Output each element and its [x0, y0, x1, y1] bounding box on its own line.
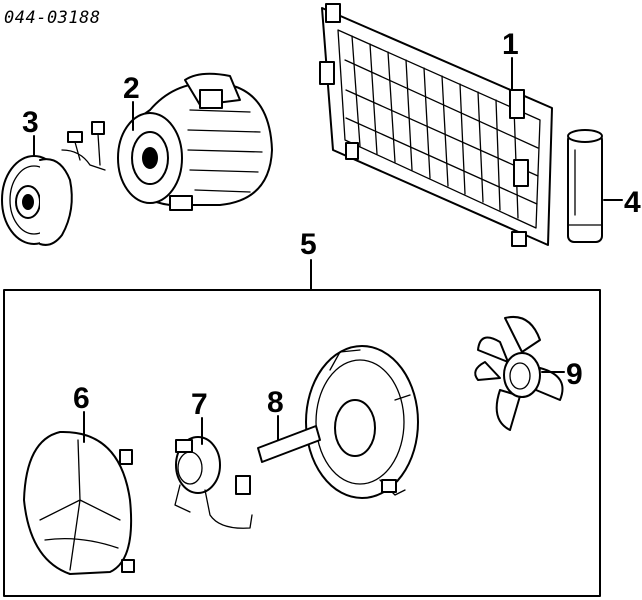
callout-2: 2: [123, 72, 140, 105]
clutch-part[interactable]: [1, 121, 106, 246]
callout-3: 3: [22, 106, 39, 139]
fan-assembly-part[interactable]: [257, 345, 419, 499]
compressor-part[interactable]: [117, 72, 273, 211]
callout-9: 9: [566, 358, 583, 391]
condenser-part[interactable]: [319, 3, 553, 247]
fan-blade-part[interactable]: [474, 316, 564, 431]
callout-8: 8: [267, 386, 284, 419]
callout-1: 1: [502, 28, 519, 61]
callout-5: 5: [300, 228, 317, 261]
reference-number: 044-03188: [4, 8, 101, 28]
callout-7: 7: [191, 388, 208, 421]
group-frame: [3, 289, 601, 597]
callout-4: 4: [624, 186, 641, 219]
callout-6: 6: [73, 382, 90, 415]
fan-shroud-part[interactable]: [23, 430, 135, 575]
receiver-drier-part[interactable]: [567, 129, 603, 243]
fan-motor-part[interactable]: [174, 436, 253, 529]
